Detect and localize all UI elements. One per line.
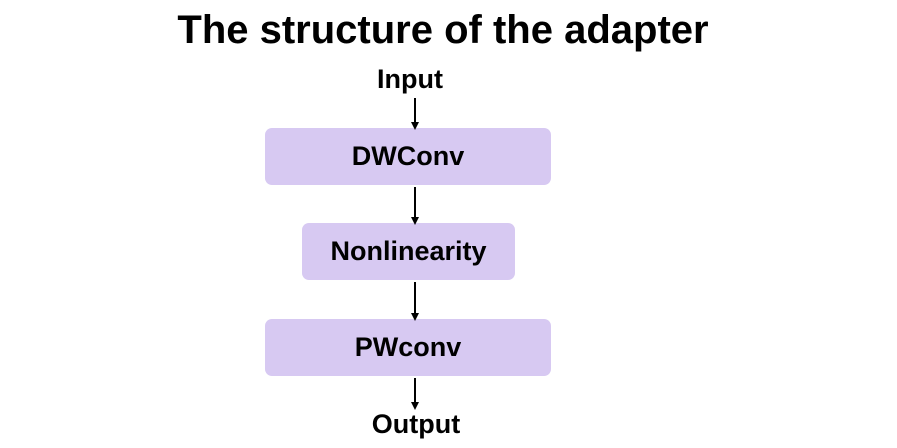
nonlinearity-label: Nonlinearity [330,236,487,266]
nonlinearity-block: Nonlinearity [302,223,515,280]
input-label: Input [377,64,443,94]
diagram-title: The structure of the adapter [177,8,709,52]
pwconv-block: PWconv [265,319,551,376]
dwconv-label: DWConv [351,141,465,171]
pwconv-label: PWconv [354,332,462,362]
output-label: Output [371,409,461,439]
dwconv-block: DWConv [265,128,551,185]
